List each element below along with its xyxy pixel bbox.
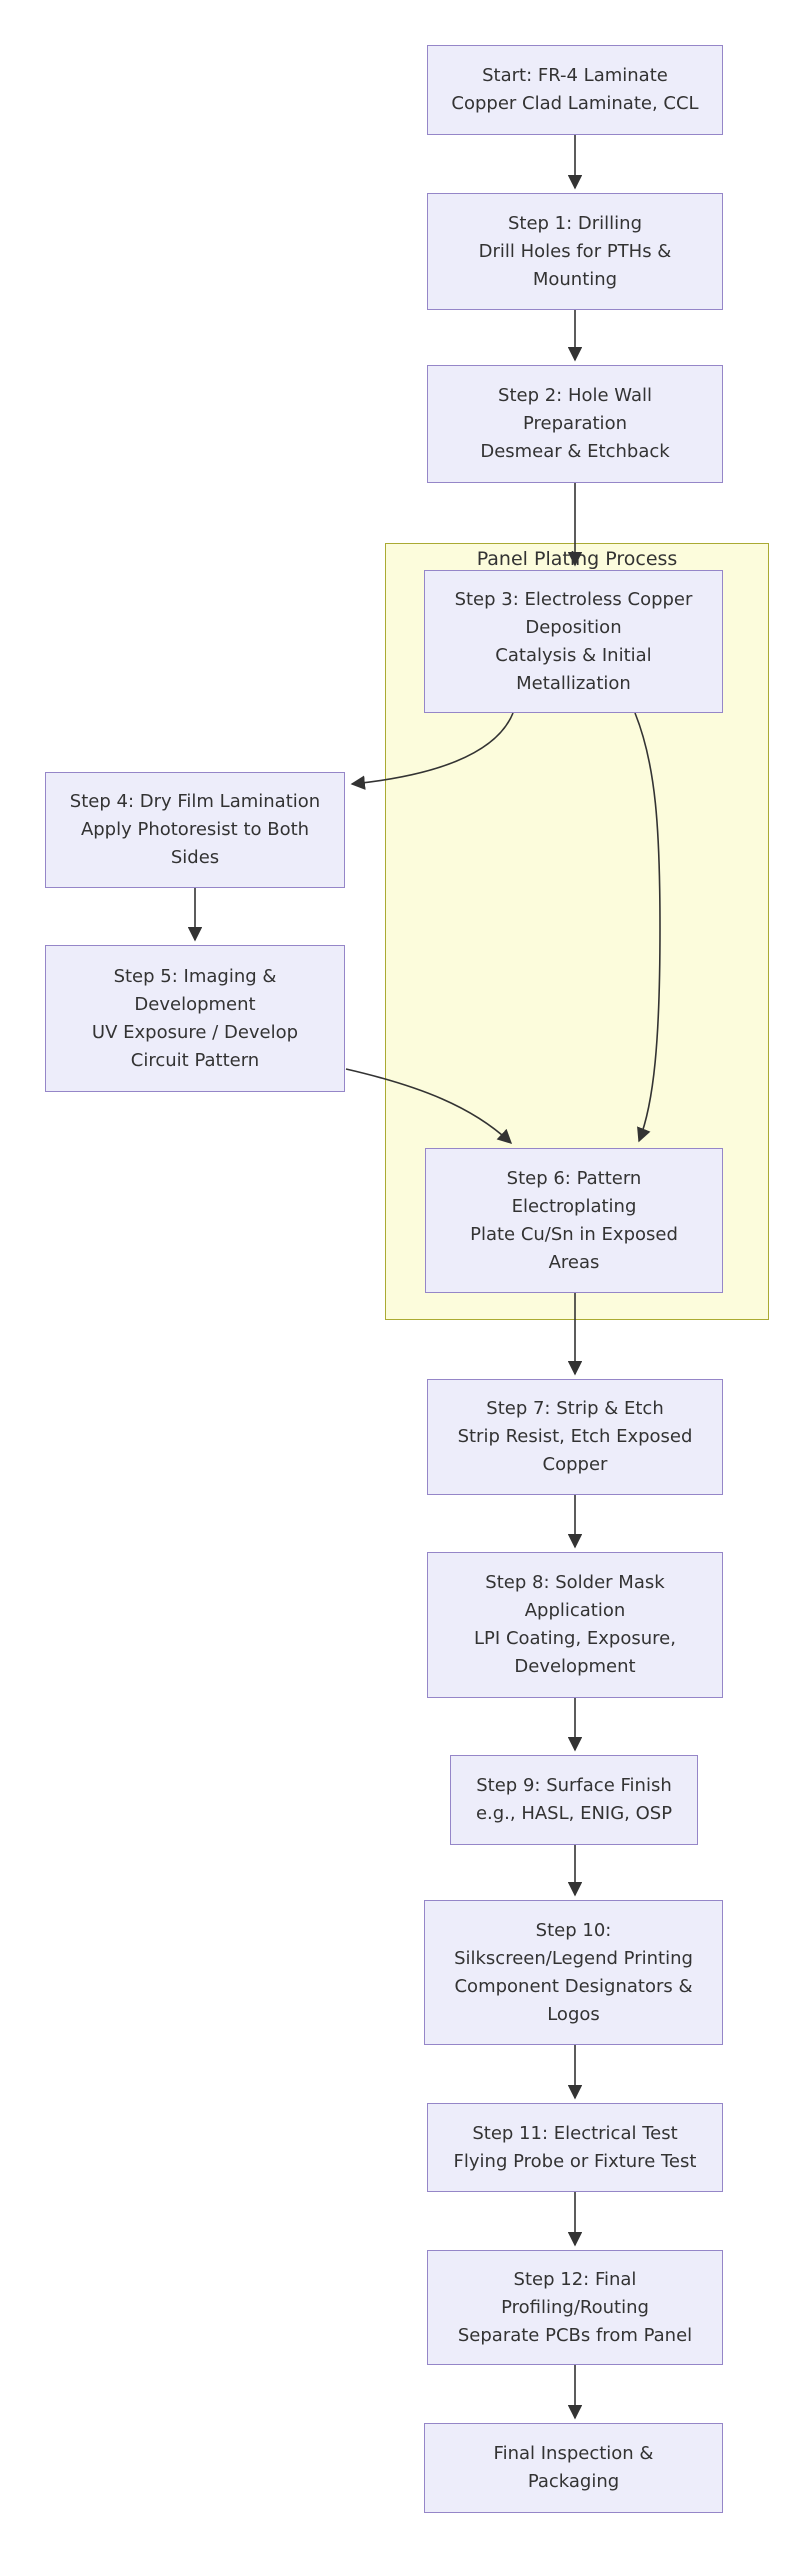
node-step-10: Step 10: Silkscreen/Legend Printing Comp… [424, 1900, 723, 2045]
edge-step3-step4 [350, 712, 514, 790]
node-step-12: Step 12: Final Profiling/Routing Separat… [427, 2250, 723, 2365]
edge-step3-step6 [634, 712, 661, 1143]
node-step-7: Step 7: Strip & Etch Strip Resist, Etch … [427, 1379, 723, 1495]
node-start: Start: FR-4 Laminate Copper Clad Laminat… [427, 45, 723, 135]
node-step-9: Step 9: Surface Finish e.g., HASL, ENIG,… [450, 1755, 698, 1845]
node-step-6: Step 6: Pattern Electroplating Plate Cu/… [425, 1148, 723, 1293]
node-step-1: Step 1: Drilling Drill Holes for PTHs & … [427, 193, 723, 310]
edge-step5-step6 [345, 1068, 513, 1144]
node-final: Final Inspection & Packaging [424, 2423, 723, 2513]
node-step-5: Step 5: Imaging & Development UV Exposur… [45, 945, 345, 1092]
node-step-8: Step 8: Solder Mask Application LPI Coat… [427, 1552, 723, 1698]
node-step-4: Step 4: Dry Film Lamination Apply Photor… [45, 772, 345, 888]
node-step-11: Step 11: Electrical Test Flying Probe or… [427, 2103, 723, 2192]
node-step-2: Step 2: Hole Wall Preparation Desmear & … [427, 365, 723, 483]
node-step-3: Step 3: Electroless Copper Deposition Ca… [424, 570, 723, 713]
